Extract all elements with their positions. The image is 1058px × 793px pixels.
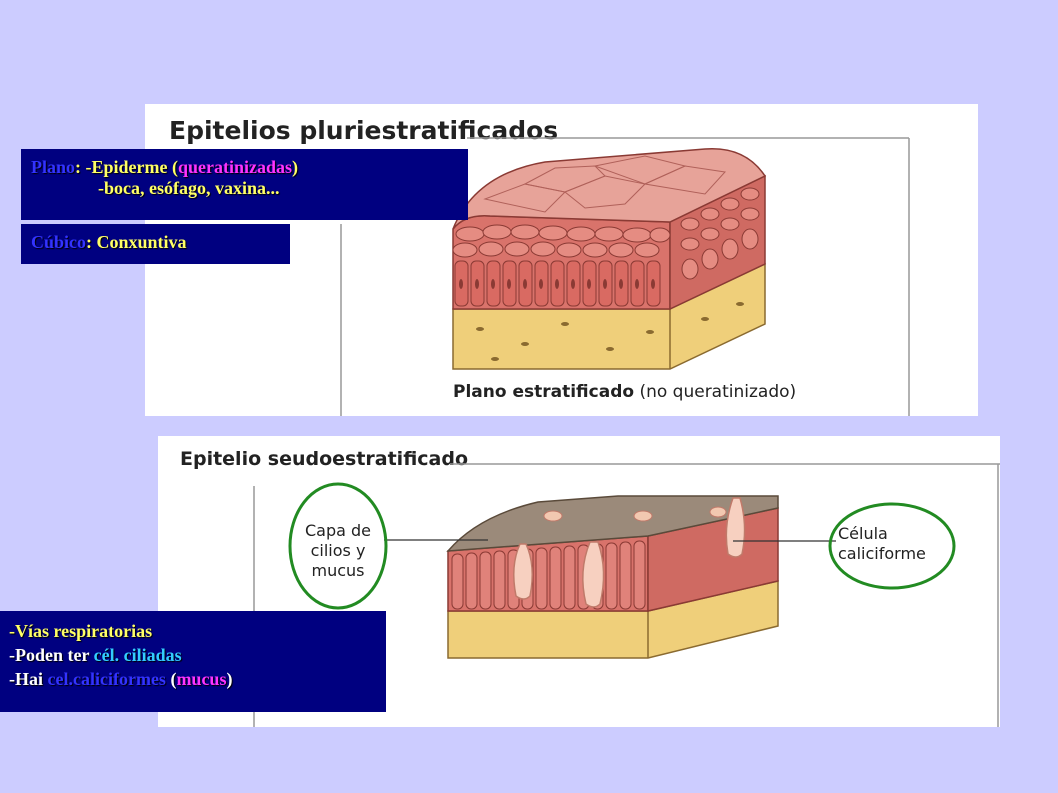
stratified-epithelium-illustration: [340, 137, 910, 416]
figure-caption-stratified: Plano estratificado (no queratinizado): [453, 382, 796, 402]
annotation-vias-line3: -Hai cel.caliciformes (mucus): [9, 667, 386, 691]
annotation-vias: -Vías respiratorias -Poden ter cél. cili…: [0, 611, 386, 712]
text: ): [292, 157, 299, 177]
annotation-plano-line1: Plano: -Epiderme (queratinizadas): [31, 157, 468, 178]
squamous-cell-rows: [452, 224, 671, 258]
annotation-vias-line1: -Vías respiratorias: [9, 621, 153, 641]
label-cilia-mucus: Capa de cilios y mucus: [290, 521, 386, 581]
text: : -Epiderme (: [75, 157, 178, 177]
highlight-circle-mucus: [288, 482, 388, 610]
side-cells: [680, 187, 760, 280]
columnar-cell-row: [451, 540, 646, 610]
label-line: Célula: [838, 524, 888, 543]
label-line: caliciforme: [838, 544, 926, 563]
annotation-vias-line2: -Poden ter cél. ciliadas: [9, 643, 386, 667]
mucus-droplets: [543, 506, 727, 522]
highlight-circle-goblet: [828, 502, 956, 590]
text: : Conxuntiva: [86, 232, 187, 252]
term-ciliadas: cél. ciliadas: [93, 645, 182, 665]
label-line: mucus: [311, 561, 365, 580]
term-plano: Plano: [31, 157, 76, 177]
text: -Poden ter: [9, 645, 94, 665]
text: -Hai: [9, 669, 48, 689]
term-queratinizadas: queratinizadas: [178, 157, 293, 177]
cell-nuclei: [459, 279, 655, 289]
figure-title-stratified: Epitelios pluriestratificados: [169, 116, 559, 145]
figure-title-pseudostratified: Epitelio seudoestratificado: [180, 448, 469, 470]
annotation-cubico: Cúbico: Conxuntiva: [21, 224, 290, 264]
text: (: [165, 669, 177, 689]
mucus-layer: [446, 495, 779, 552]
annotation-plano: Plano: -Epiderme (queratinizadas) -boca,…: [21, 149, 468, 220]
label-line: Capa de: [304, 521, 372, 540]
surface-cell-outlines: [483, 155, 726, 213]
stratified-epithelium-figure: Epitelios pluriestratificados: [145, 104, 978, 416]
caption-bold: Plano estratificado: [453, 382, 635, 402]
goblet-cells: [513, 497, 746, 608]
connective-dots: [476, 302, 744, 361]
term-cubico: Cúbico: [31, 232, 87, 252]
label-line: cilios y: [310, 541, 366, 560]
label-goblet-cell: Célula caliciforme: [838, 524, 948, 564]
annotation-plano-line2: -boca, esófago, vaxina...: [98, 178, 280, 198]
term-caliciformes: cel.caliciformes: [47, 669, 166, 689]
text: ): [226, 669, 233, 689]
caption-normal: (no queratinizado): [639, 382, 797, 402]
pseudostratified-epithelium-illustration: [253, 463, 1000, 727]
term-mucus: mucus: [176, 669, 227, 689]
